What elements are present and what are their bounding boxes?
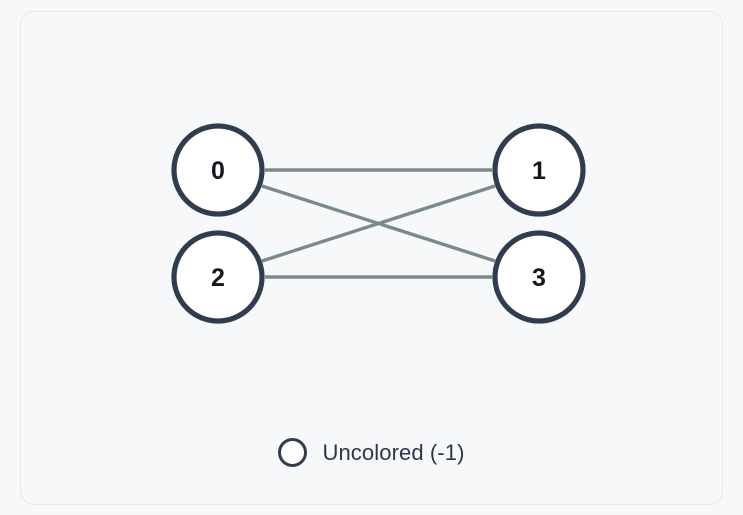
graph-card (20, 11, 723, 505)
graph-node-3[interactable]: 3 (492, 230, 586, 324)
legend: Uncolored (-1) (0, 438, 743, 467)
graph-node-0[interactable]: 0 (171, 123, 265, 217)
node-group: 0 1 2 3 (171, 123, 586, 324)
legend-item-label: Uncolored (-1) (322, 439, 465, 465)
node-label-0: 0 (211, 157, 225, 185)
node-circle-3[interactable] (492, 230, 586, 324)
node-circle-1[interactable] (492, 123, 586, 217)
graph-node-1[interactable]: 1 (492, 123, 586, 217)
edge-2-1 (261, 184, 496, 263)
node-circle-2[interactable] (171, 230, 265, 324)
node-label-2: 2 (211, 264, 225, 292)
edge-group (261, 168, 496, 279)
legend-swatch-circle-icon (278, 438, 308, 467)
graph-node-2[interactable]: 2 (171, 230, 265, 324)
legend-item-uncolored: Uncolored (-1) (278, 438, 464, 467)
node-label-1: 1 (532, 157, 546, 185)
graph-svg: 0 1 2 3 (171, 123, 586, 324)
node-label-3: 3 (532, 264, 546, 292)
node-circle-0[interactable] (171, 123, 265, 217)
graph-canvas: 0 1 2 3 (171, 123, 586, 324)
